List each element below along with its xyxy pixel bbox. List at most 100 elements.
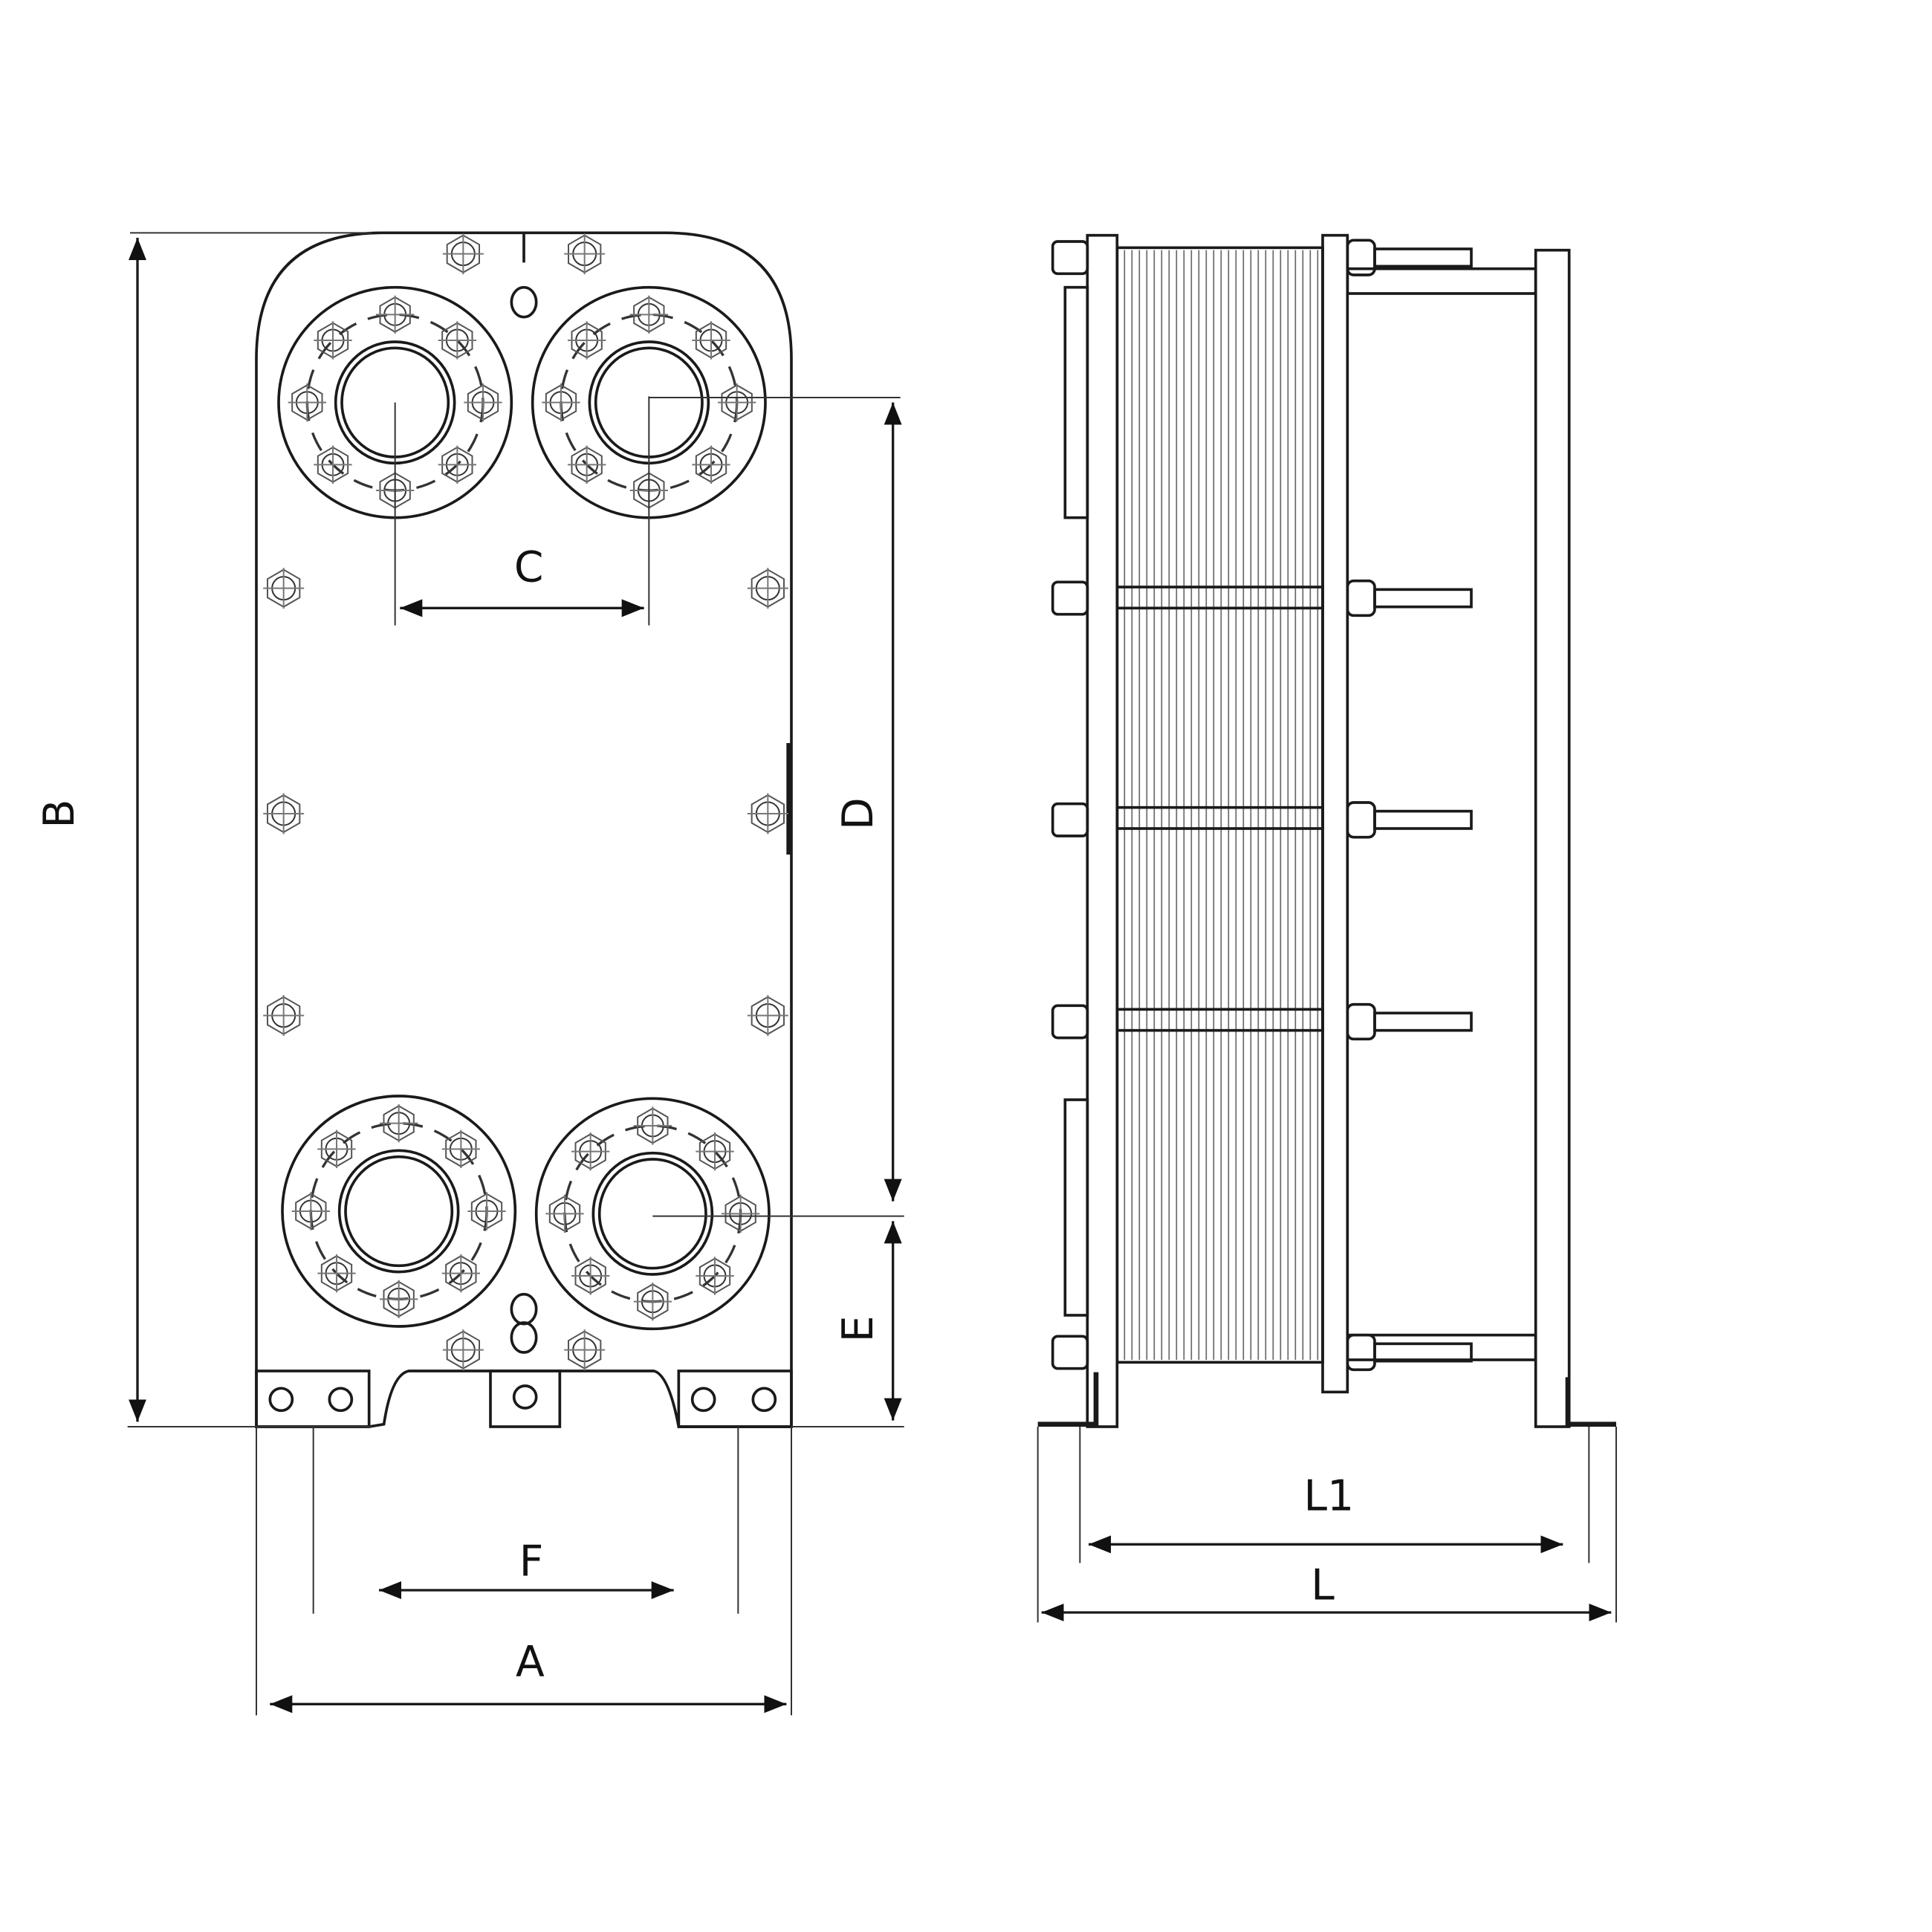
flange-outer: [534, 1097, 771, 1331]
foot-hole-icon: [328, 1387, 354, 1413]
bolt-icon: [464, 383, 502, 422]
bolt-icon: [717, 383, 756, 422]
bolt-icon: [542, 383, 580, 422]
tie-rod: [1373, 809, 1473, 830]
bolt-icon: [564, 233, 606, 275]
foot-hole-icon: [268, 1387, 294, 1413]
port-connection-bottom: [1063, 1098, 1089, 1317]
port-connection-top: [1063, 285, 1089, 519]
bolt-icon: [629, 295, 669, 334]
bolt-icon: [263, 568, 305, 609]
bolt-icon: [442, 233, 484, 275]
flange: [534, 1097, 771, 1331]
plate-outline: [255, 231, 793, 1428]
port-opening-icon: [344, 1155, 454, 1268]
nut-left-icon: [1051, 1004, 1089, 1040]
dimension-label-l1: L1: [1304, 1471, 1355, 1520]
nut-left-icon: [1051, 802, 1089, 837]
dimension-label-b: B: [35, 800, 84, 829]
nut-left-icon: [1051, 240, 1089, 276]
bolt-icon: [564, 1329, 606, 1371]
bolt-icon: [545, 1194, 584, 1234]
bolt-icon: [467, 1192, 506, 1231]
dimension-b: B: [35, 232, 372, 1427]
dimension-label-l: L: [1311, 1560, 1335, 1610]
side-view: L1 L: [1037, 233, 1617, 1623]
bolt-icon: [696, 1257, 734, 1295]
fixed-frame-plate: [1086, 233, 1119, 1428]
bolt-icon: [291, 1192, 330, 1231]
bolt-icon: [314, 445, 352, 484]
bolt-icon: [380, 1103, 418, 1143]
bolt-icon: [263, 995, 305, 1037]
bolt-icon: [721, 1194, 760, 1234]
dimension-f: F: [312, 1427, 739, 1614]
bolt-icon: [263, 793, 305, 834]
flange: [281, 1095, 517, 1328]
bolt-icon: [441, 1129, 481, 1168]
bolt-icon: [288, 383, 326, 422]
dimension-a: A: [256, 1427, 792, 1716]
port-ring: [591, 1151, 714, 1276]
top-carrying-bar: [1346, 267, 1537, 295]
support-column: [1534, 248, 1571, 1428]
guide-bar: [1115, 805, 1324, 830]
bolt-icon: [314, 321, 352, 360]
front-view: B C D E F: [35, 231, 904, 1716]
dimension-label-e: E: [834, 1315, 883, 1342]
bolt-icon: [376, 295, 415, 334]
bolt-icon: [441, 1254, 481, 1293]
nut-left-icon: [1051, 1335, 1089, 1370]
small-nut-icon: [510, 1292, 538, 1326]
bolt-icon: [747, 568, 788, 609]
tie-rod: [1373, 247, 1473, 268]
dimension-label-a: A: [516, 1638, 545, 1687]
bolt-icon: [571, 1132, 610, 1171]
guide-bar: [1115, 1008, 1324, 1032]
dimension-label-c: C: [514, 542, 544, 591]
guide-bar: [1115, 586, 1324, 610]
bolt-icon: [438, 321, 477, 360]
nut-right-icon: [1346, 1333, 1376, 1372]
bolt-icon: [747, 995, 788, 1037]
small-nut-icon: [510, 285, 538, 319]
foot-right: [1565, 1377, 1616, 1427]
dimension-l1: L1: [1079, 1427, 1590, 1563]
bolt-icon: [696, 1132, 734, 1171]
bolt-icon: [571, 1257, 610, 1295]
tie-rod: [1373, 588, 1473, 609]
dimension-label-d: D: [834, 797, 883, 830]
bolt-icon: [692, 321, 730, 360]
dimension-l: L: [1037, 1427, 1617, 1623]
bolt-icon: [633, 1106, 672, 1145]
nut-right-icon: [1346, 239, 1376, 276]
port-opening-icon: [597, 1158, 707, 1270]
dimension-d: D: [649, 397, 902, 1202]
dimension-c: C: [394, 396, 650, 626]
bolt-icon: [567, 445, 606, 484]
bolt-icon: [380, 1280, 418, 1319]
plate-pack: [1115, 246, 1324, 1364]
bolt-icon: [567, 321, 606, 360]
nut-right-icon: [1346, 801, 1376, 839]
foot-right: [677, 1369, 793, 1428]
tie-rod: [1373, 1011, 1473, 1032]
foot-left: [1037, 1372, 1099, 1427]
dimension-label-f: F: [519, 1537, 544, 1586]
bolt-icon: [633, 1282, 672, 1321]
bolt-icon: [317, 1254, 356, 1293]
foot-center: [489, 1369, 562, 1428]
foot-hole-icon: [751, 1387, 777, 1413]
bolt-icon: [442, 1329, 484, 1371]
foot-hole-icon: [512, 1384, 538, 1410]
port-ring: [337, 1149, 460, 1274]
dimension-e: E: [652, 1215, 904, 1427]
nut-right-icon: [1346, 1002, 1376, 1041]
bolt-icon: [692, 445, 730, 484]
small-nut-icon: [510, 1321, 538, 1354]
nut-right-icon: [1346, 579, 1376, 617]
nut-left-icon: [1051, 580, 1089, 616]
bolt-icon: [747, 793, 788, 834]
foot-hole-icon: [690, 1387, 716, 1413]
